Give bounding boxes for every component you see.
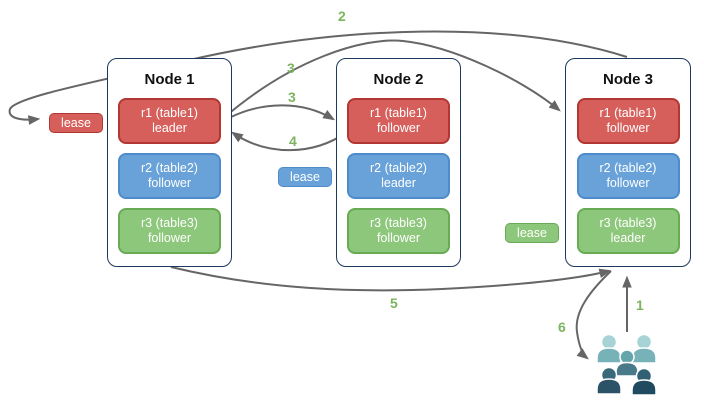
replica-role-label: follower xyxy=(147,176,192,190)
node-2-title: Node 2 xyxy=(373,71,424,88)
replica-role-label: follower xyxy=(376,231,421,245)
node-1-replica-r3: r3 (table3) follower xyxy=(118,208,221,254)
replica-role-label: follower xyxy=(147,231,192,245)
node-1-box: Node 1 r1 (table1) leader r2 (table2) fo… xyxy=(107,58,232,267)
replica-role-label: follower xyxy=(376,121,421,135)
node-3-box: Node 3 r1 (table1) follower r2 (table2) … xyxy=(565,58,691,267)
step-label-1: 1 xyxy=(636,297,644,313)
user-figure-bottom-right xyxy=(631,367,657,396)
replica-range-label: r1 (table1) xyxy=(141,106,198,120)
arrow-step3-leader-to-node2 xyxy=(228,104,336,121)
replica-range-label: r3 (table3) xyxy=(141,216,198,230)
arrow-step5-node1-to-node3 xyxy=(170,266,612,292)
replica-range-label: r3 (table3) xyxy=(599,216,657,230)
step-label-5: 5 xyxy=(390,295,398,311)
replica-role-label: leader xyxy=(152,121,187,135)
user-figure-top-right xyxy=(631,333,657,364)
step-label-2: 2 xyxy=(338,8,346,24)
node-3-replica-r1: r1 (table1) follower xyxy=(576,98,680,144)
node-3-replica-r2: r2 (table2) follower xyxy=(576,153,680,199)
user-figure-middle xyxy=(615,349,639,377)
node-2-replica-r2: r2 (table2) leader xyxy=(347,153,450,199)
step-label-4: 4 xyxy=(289,133,297,149)
replica-range-label: r3 (table3) xyxy=(370,216,427,230)
users-icon xyxy=(596,333,657,396)
replica-range-label: r2 (table2) xyxy=(370,161,427,175)
arrow-step4-node2-to-leader xyxy=(231,131,348,152)
node-2-replica-r3: r3 (table3) follower xyxy=(347,208,450,254)
replica-range-label: r1 (table1) xyxy=(599,106,657,120)
replica-role-label: leader xyxy=(381,176,416,190)
replica-range-label: r2 (table2) xyxy=(141,161,198,175)
node-1-replica-r1: r1 (table1) leader xyxy=(118,98,221,144)
replica-role-label: leader xyxy=(610,231,646,245)
replica-role-label: follower xyxy=(606,121,650,135)
step-label-6: 6 xyxy=(558,319,566,335)
lease-badge-table2: lease xyxy=(278,167,332,187)
step-label-3b: 3 xyxy=(288,89,296,105)
node-3-replica-r3: r3 (table3) leader xyxy=(576,208,680,254)
node-3-title: Node 3 xyxy=(602,71,653,88)
replica-range-label: r1 (table1) xyxy=(370,106,427,120)
user-figure-bottom-left xyxy=(596,366,622,395)
step-label-3a: 3 xyxy=(287,60,295,76)
node-2-box: Node 2 r1 (table1) follower r2 (table2) … xyxy=(336,58,461,267)
user-figure-top-left xyxy=(596,333,622,364)
arrow-step2-node3-to-lease1 xyxy=(8,30,628,125)
lease-badge-table3: lease xyxy=(505,223,559,243)
replica-role-label: follower xyxy=(606,176,650,190)
arrow-step3-leader-to-node3 xyxy=(225,39,561,117)
node-1-replica-r2: r2 (table2) follower xyxy=(118,153,221,199)
node-2-replica-r1: r1 (table1) follower xyxy=(347,98,450,144)
replica-range-label: r2 (table2) xyxy=(599,161,657,175)
arrow-step6-node3-to-users xyxy=(575,270,612,360)
lease-badge-table1: lease xyxy=(49,113,103,133)
node-1-title: Node 1 xyxy=(144,71,195,88)
